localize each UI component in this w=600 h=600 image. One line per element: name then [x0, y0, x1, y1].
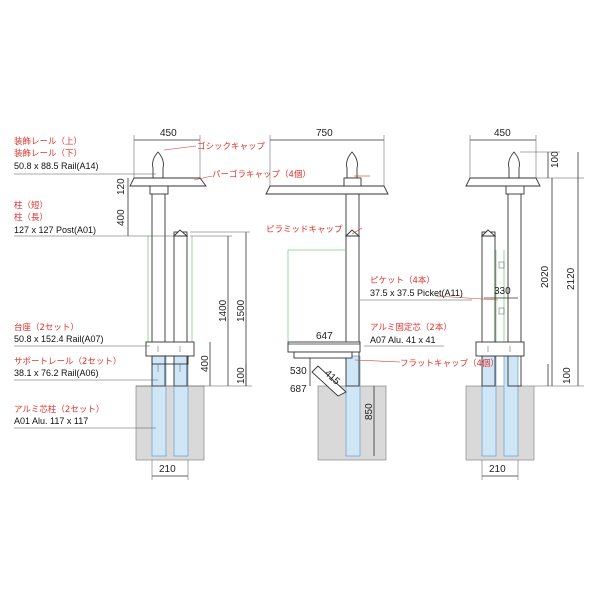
- dim-100-top-right: 100: [550, 151, 561, 168]
- middle-diagonal-brace: [311, 365, 347, 397]
- labels: 装飾レール（上） 装飾レール（下） 50.8 x 88.5 Rail(A14) …: [14, 136, 499, 426]
- dim-450-right: 450: [494, 128, 511, 139]
- dim-2120: 2120: [566, 267, 577, 290]
- middle-pyramid-cap: [344, 229, 361, 237]
- middle-base-lower: [293, 351, 353, 359]
- dim-100-left: 100: [236, 367, 247, 384]
- label-post-spec: 127 x 127 Post(A01): [14, 225, 96, 235]
- right-ground-block: [465, 385, 535, 461]
- dim-850: 850: [364, 403, 375, 420]
- label-support-spec: 38.1 x 76.2 Rail(A06): [14, 368, 99, 378]
- label-alu-fix: アルミ固定芯（2本）: [370, 322, 452, 333]
- label-pyramid-cap: ピラミッドキャップ: [266, 225, 343, 235]
- left-pyramid-cap: [172, 229, 189, 237]
- label-top-rail-upper: 装飾レール（上）: [14, 136, 82, 147]
- middle-pergola-rail: [265, 185, 389, 195]
- label-support-rail: サポートレール（2セット）: [14, 356, 121, 367]
- dim-400-mid: 400: [200, 355, 211, 372]
- dim-647: 647: [316, 331, 333, 342]
- left-top-rail-lower: [149, 185, 169, 195]
- label-flat-cap: フラットキャップ（4個）: [400, 358, 499, 369]
- dim-330: 330: [494, 286, 511, 297]
- left-view: 450 120 400 1400 1500 400 100 210: [116, 128, 252, 480]
- label-post-short: 柱（短）: [14, 200, 48, 211]
- left-alu-core-1: [151, 355, 167, 457]
- left-top-rail: [129, 177, 207, 187]
- label-base: 台座（2セット）: [14, 322, 79, 333]
- right-top-rail-lower: [505, 185, 525, 195]
- left-alu-core-2: [173, 355, 189, 457]
- left-gothic-cap: [152, 151, 164, 179]
- left-base-rail: [145, 341, 195, 357]
- label-post-long: 柱（長）: [14, 212, 48, 223]
- dim-687: 687: [290, 384, 307, 395]
- label-alu-core: アルミ芯柱（2セット）: [14, 404, 104, 415]
- label-picket: ピケット（4本）: [370, 275, 435, 286]
- dim-530: 530: [290, 366, 307, 377]
- dim-1500: 1500: [236, 299, 247, 322]
- right-view: 450 100 2020 2120 330 100 210: [465, 128, 584, 480]
- middle-post-cap-block: [343, 177, 362, 187]
- right-alu-core-2: [503, 355, 519, 457]
- right-top-rail: [465, 177, 541, 187]
- dim-400-top: 400: [116, 209, 127, 226]
- label-picket-spec: 37.5 x 37.5 Picket(A11): [370, 288, 463, 298]
- dim-100-right: 100: [562, 367, 573, 384]
- leader-lines: [14, 145, 499, 429]
- left-ground-block: [135, 385, 205, 461]
- dim-750: 750: [316, 128, 333, 139]
- dim-210-right: 210: [489, 464, 506, 475]
- middle-gothic-cap: [346, 151, 358, 179]
- label-gothic-cap: ゴシックキャップ: [197, 141, 266, 152]
- label-pergola-cap: パーゴラキャップ（4個）: [212, 169, 311, 180]
- middle-view: 750 647 530 687 415 850: [265, 128, 389, 461]
- dim-450-left: 450: [160, 128, 177, 139]
- middle-base-rail: [287, 341, 361, 353]
- dim-1400: 1400: [218, 299, 229, 322]
- right-alu-core-1: [481, 355, 497, 457]
- label-top-rail-lower: 装飾レール（下）: [14, 148, 82, 159]
- dim-120: 120: [116, 178, 127, 195]
- dim-2020: 2020: [540, 265, 551, 288]
- dim-415: 415: [322, 368, 342, 388]
- left-support-rail: [151, 355, 189, 365]
- dim-210-left: 210: [159, 464, 176, 475]
- label-base-spec: 50.8 x 152.4 Rail(A07): [14, 334, 104, 344]
- label-alu-core-spec: A01 Alu. 117 x 117: [14, 416, 88, 426]
- label-top-rail-spec: 50.8 x 88.5 Rail(A14): [14, 161, 99, 171]
- label-alu-fix-spec: A07 Alu. 41 x 41: [370, 335, 436, 345]
- right-base-rail: [475, 341, 525, 357]
- right-gothic-cap: [508, 151, 520, 179]
- right-pyramid-cap: [480, 229, 497, 237]
- middle-alu-core: [345, 355, 361, 457]
